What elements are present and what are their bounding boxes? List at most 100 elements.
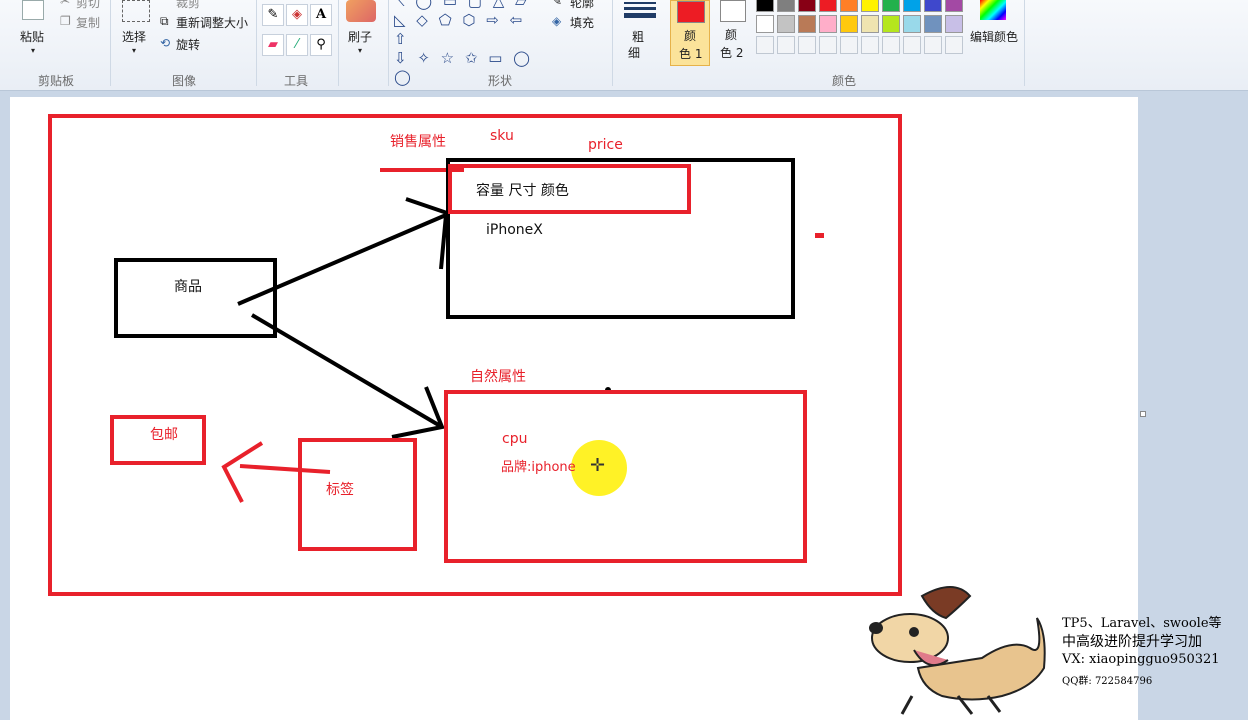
palette-swatch[interactable] bbox=[882, 36, 900, 54]
dog-mascot-icon bbox=[869, 586, 1046, 715]
color-2-label-2: 色 2 bbox=[720, 46, 744, 60]
edit-colors-button[interactable]: 编辑颜色 bbox=[968, 0, 1020, 62]
copy-icon: ❐ bbox=[60, 14, 71, 28]
pencil-icon[interactable]: ✎ bbox=[262, 4, 284, 26]
clipboard-group-label: 剪贴板 bbox=[38, 74, 75, 88]
shapes-group-label: 形状 bbox=[488, 74, 513, 88]
arrow-to-sales bbox=[237, 213, 447, 306]
image-group-label: 图像 bbox=[172, 74, 197, 88]
palette-swatch[interactable] bbox=[840, 36, 858, 54]
palette-swatch[interactable] bbox=[840, 0, 858, 12]
brush-icon bbox=[346, 0, 376, 22]
tag-box bbox=[298, 438, 417, 551]
drawing-canvas[interactable]: 销售属性 sku price 容量 尺寸 颜色 iPhoneX 商品 自然属性 … bbox=[10, 97, 1146, 720]
palette-swatch[interactable] bbox=[945, 0, 963, 12]
brush-button[interactable]: 刷子 ▾ bbox=[342, 0, 382, 62]
palette-swatch[interactable] bbox=[798, 15, 816, 33]
palette-swatch[interactable] bbox=[903, 0, 921, 12]
palette-swatch[interactable] bbox=[924, 0, 942, 12]
select-label: 选择 bbox=[122, 30, 147, 44]
magnifier-icon[interactable]: ⚲ bbox=[310, 34, 332, 56]
scissors-icon: ✂ bbox=[60, 0, 71, 8]
cut-button[interactable]: 剪切 bbox=[76, 0, 101, 10]
outline-icon: ✎ bbox=[552, 0, 563, 8]
palette-swatch[interactable] bbox=[840, 15, 858, 33]
tag-label: 标签 bbox=[326, 482, 354, 498]
palette-swatch[interactable] bbox=[819, 36, 837, 54]
palette-swatch[interactable] bbox=[924, 36, 942, 54]
rainbow-icon bbox=[980, 0, 1006, 20]
promo-line-4: QQ群: 722584796 bbox=[1062, 676, 1153, 687]
cursor-highlight bbox=[571, 440, 627, 496]
arrow-head-shipping bbox=[221, 441, 264, 503]
palette-swatch[interactable] bbox=[945, 36, 963, 54]
ribbon: 粘贴 ▾ 剪切 ✂ ❐ 复制 剪贴板 选择 ▾ 裁剪 ⧉ 重新调整大小 ⟲ 旋转… bbox=[0, 0, 1248, 91]
palette-swatch[interactable] bbox=[861, 36, 879, 54]
palette-swatch[interactable] bbox=[924, 15, 942, 33]
color-1-swatch bbox=[677, 1, 705, 23]
arrow-tag-to-shipping bbox=[239, 464, 331, 474]
text-tool-icon[interactable]: A bbox=[310, 4, 332, 26]
palette-swatch[interactable] bbox=[777, 36, 795, 54]
arrow-to-natural bbox=[250, 313, 444, 429]
sales-attr-box bbox=[446, 158, 795, 319]
cpu-label: cpu bbox=[502, 431, 528, 447]
copy-button[interactable]: 复制 bbox=[76, 16, 101, 30]
crop-button[interactable]: 裁剪 bbox=[176, 0, 201, 10]
shapes-gallery[interactable]: ⟍ ◯ ▭ ▢ △ ▱ ◺ ◇ ⬠ ⬡ ⇨ ⇦ ⇧ ⇩ ✧ ☆ ✩ ▭ ◯ ◯ bbox=[394, 0, 544, 86]
free-shipping-label: 包邮 bbox=[150, 427, 178, 443]
size-label-2: 细 bbox=[628, 46, 641, 60]
shapes-row-3: ⇩ ✧ ☆ ✩ ▭ ◯ ◯ bbox=[394, 49, 533, 86]
eraser-icon[interactable]: ▰ bbox=[262, 34, 284, 56]
palette-swatch[interactable] bbox=[882, 0, 900, 12]
palette-swatch[interactable] bbox=[945, 15, 963, 33]
canvas-resize-handle[interactable] bbox=[1140, 411, 1146, 417]
size-button[interactable]: 粗 细 bbox=[620, 0, 660, 64]
sku-label: sku bbox=[490, 128, 514, 144]
edit-colors-label: 编辑颜色 bbox=[970, 30, 1019, 44]
palette-swatch[interactable] bbox=[756, 0, 774, 12]
promo-line-3: VX: xiaopingguo950321 bbox=[1062, 652, 1220, 667]
promo-overlay: TP5、Laravel、swoole等 中高级进阶提升学习加 VX: xiaop… bbox=[1062, 612, 1248, 708]
color-2-button[interactable]: 颜 色 2 bbox=[712, 0, 752, 66]
brand-label: 品牌:iphone bbox=[501, 460, 576, 475]
palette-swatch[interactable] bbox=[756, 36, 774, 54]
resize-button[interactable]: 重新调整大小 bbox=[176, 16, 249, 30]
red-dot-mark bbox=[815, 233, 824, 238]
color-1-label-1: 颜 bbox=[684, 29, 697, 43]
resize-icon: ⧉ bbox=[160, 14, 169, 28]
iphonex-text: iPhoneX bbox=[486, 222, 543, 238]
color-1-button[interactable]: 颜 色 1 bbox=[670, 0, 710, 66]
palette-swatch[interactable] bbox=[903, 15, 921, 33]
chevron-down-icon: ▾ bbox=[132, 46, 137, 55]
rotate-button[interactable]: 旋转 bbox=[176, 38, 201, 52]
chevron-down-icon: ▾ bbox=[31, 46, 36, 55]
palette-swatch[interactable] bbox=[861, 15, 879, 33]
palette-swatch[interactable] bbox=[882, 15, 900, 33]
palette-swatch[interactable] bbox=[777, 0, 795, 12]
price-label: price bbox=[588, 137, 623, 153]
palette-swatch[interactable] bbox=[756, 15, 774, 33]
palette-swatch[interactable] bbox=[819, 15, 837, 33]
outline-button[interactable]: 轮廓 bbox=[570, 0, 595, 10]
color-picker-icon[interactable]: ⁄ bbox=[286, 34, 308, 56]
palette-swatch[interactable] bbox=[861, 0, 879, 12]
selection-icon bbox=[122, 0, 150, 22]
colors-group-label: 颜色 bbox=[832, 74, 857, 88]
palette-swatch[interactable] bbox=[777, 15, 795, 33]
red-underline-stroke bbox=[380, 168, 464, 172]
arrow-head-natural bbox=[391, 386, 445, 439]
sales-attr-label: 销售属性 bbox=[390, 134, 446, 150]
palette-swatch[interactable] bbox=[798, 36, 816, 54]
natural-attr-box bbox=[444, 390, 807, 563]
select-button[interactable]: 选择 ▾ bbox=[118, 0, 152, 62]
fill-bucket-icon[interactable]: ◈ bbox=[286, 4, 308, 26]
color-1-label-2: 色 1 bbox=[679, 47, 703, 61]
fill-button[interactable]: 填充 bbox=[570, 16, 595, 30]
palette-swatch[interactable] bbox=[798, 0, 816, 12]
color-2-label-1: 颜 bbox=[725, 28, 738, 42]
rotate-icon: ⟲ bbox=[160, 36, 171, 50]
paste-button[interactable]: 粘贴 ▾ bbox=[14, 0, 52, 62]
palette-swatch[interactable] bbox=[903, 36, 921, 54]
palette-swatch[interactable] bbox=[819, 0, 837, 12]
